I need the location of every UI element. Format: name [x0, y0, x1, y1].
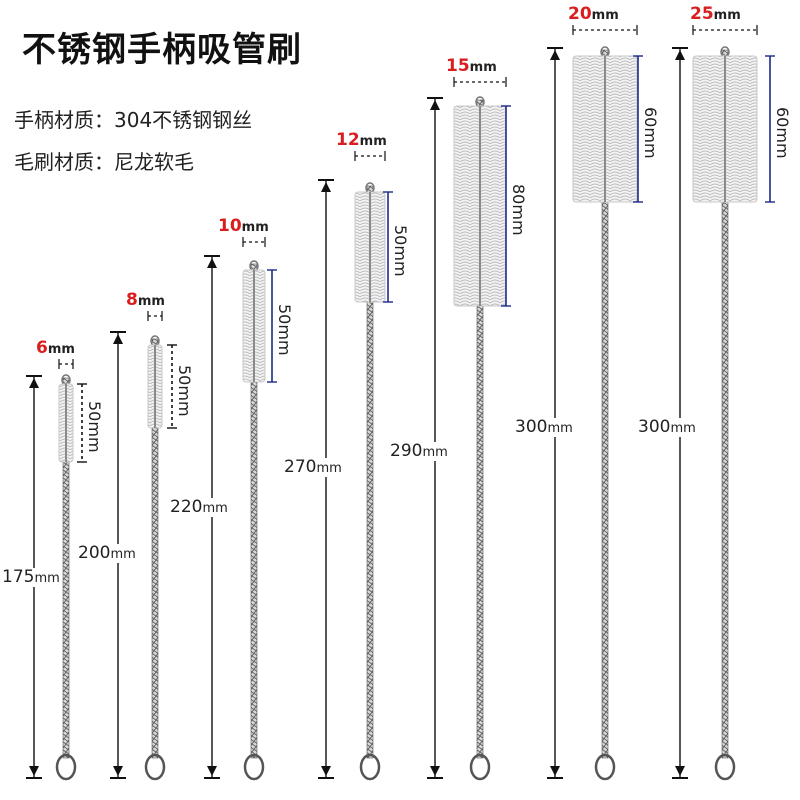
- wire-handle: [250, 263, 258, 759]
- handle-loop: [594, 753, 616, 781]
- length-label: 300mm: [515, 418, 573, 437]
- diameter-value: 8: [126, 290, 138, 310]
- arrow-down-icon: [675, 766, 685, 776]
- wire-handle: [721, 49, 729, 759]
- wire-handle: [601, 49, 609, 759]
- diameter-label: 6mm: [36, 340, 75, 357]
- diameter-unit: mm: [137, 294, 165, 309]
- spec-bristle-material: 毛刷材质：尼龙软毛: [14, 146, 194, 175]
- diameter-label: 8mm: [126, 292, 165, 309]
- length-label: 270mm: [284, 458, 342, 477]
- length-label: 300mm: [638, 418, 696, 437]
- length-label: 220mm: [170, 498, 228, 517]
- length-value: 175: [2, 567, 35, 587]
- spec-handle-value: 304不锈钢钢丝: [114, 108, 253, 132]
- diameter-unit: mm: [469, 60, 497, 75]
- arrow-down-icon: [321, 766, 331, 776]
- wire-handle: [476, 99, 484, 759]
- length-value: 220: [170, 497, 203, 517]
- length-unit: mm: [316, 461, 342, 476]
- diameter-label: 25mm: [690, 6, 741, 23]
- spec-handle-material: 手柄材质：304不锈钢钢丝: [14, 104, 252, 133]
- brush-2: [110, 311, 177, 781]
- arrow-up-icon: [430, 100, 440, 110]
- diameter-value: 15: [446, 56, 470, 76]
- arrow-down-icon: [430, 766, 440, 776]
- diameter-value: 6: [36, 338, 48, 358]
- diameter-value: 20: [568, 4, 592, 24]
- brush-5: [427, 77, 511, 781]
- spec-bristle-value: 尼龙软毛: [114, 150, 194, 174]
- head-length-label: 50mm: [175, 364, 194, 417]
- head-length-label: 50mm: [275, 304, 294, 356]
- diameter-value: 12: [336, 130, 360, 150]
- length-value: 270: [284, 457, 317, 477]
- arrow-up-icon: [207, 258, 217, 268]
- brush-3: [204, 237, 277, 781]
- handle-loop: [144, 753, 166, 781]
- length-value: 300: [638, 417, 671, 437]
- arrow-down-icon: [207, 766, 217, 776]
- page-title: 不锈钢手柄吸管刷: [22, 30, 302, 70]
- brush-6: [547, 25, 643, 781]
- length-unit: mm: [202, 501, 228, 516]
- head-length-label: 50mm: [85, 401, 104, 453]
- length-unit: mm: [547, 421, 573, 436]
- head-length-label: 80mm: [509, 184, 528, 236]
- wire-handle: [62, 377, 70, 759]
- handle-loop: [359, 753, 381, 781]
- length-unit: mm: [422, 445, 448, 460]
- arrow-up-icon: [113, 334, 123, 344]
- diameter-unit: mm: [241, 220, 269, 235]
- brush-4: [318, 151, 393, 781]
- handle-loop: [243, 753, 265, 781]
- diameter-unit: mm: [591, 8, 619, 23]
- wire-handle: [366, 185, 374, 759]
- head-length-label: 60mm: [641, 107, 660, 159]
- length-value: 290: [390, 441, 423, 461]
- length-label: 175mm: [2, 568, 60, 587]
- arrow-down-icon: [113, 766, 123, 776]
- brush-1: [26, 359, 87, 781]
- diameter-label: 15mm: [446, 58, 497, 75]
- wire-handle: [151, 338, 159, 759]
- diameter-label: 10mm: [218, 218, 269, 235]
- spec-bristle-label: 毛刷材质：: [14, 150, 114, 174]
- diameter-value: 25: [690, 4, 714, 24]
- arrow-down-icon: [550, 766, 560, 776]
- diameter-unit: mm: [713, 8, 741, 23]
- diameter-label: 20mm: [568, 6, 619, 23]
- length-value: 300: [515, 417, 548, 437]
- arrow-up-icon: [29, 378, 39, 388]
- handle-loop: [714, 753, 736, 781]
- length-value: 200: [78, 543, 111, 563]
- length-label: 200mm: [78, 544, 136, 563]
- arrow-up-icon: [675, 50, 685, 60]
- length-unit: mm: [670, 421, 696, 436]
- diameter-label: 12mm: [336, 132, 387, 149]
- arrow-down-icon: [29, 766, 39, 776]
- length-unit: mm: [34, 571, 60, 586]
- diameter-unit: mm: [359, 134, 387, 149]
- diameter-value: 10: [218, 216, 242, 236]
- length-unit: mm: [110, 547, 136, 562]
- handle-loop: [55, 753, 77, 781]
- handle-loop: [469, 753, 491, 781]
- arrow-up-icon: [321, 182, 331, 192]
- head-length-label: 60mm: [773, 107, 792, 159]
- head-length-label: 50mm: [391, 225, 410, 277]
- spec-handle-label: 手柄材质：: [14, 108, 114, 132]
- diameter-unit: mm: [47, 342, 75, 357]
- brush-7: [672, 25, 775, 781]
- length-label: 290mm: [390, 442, 448, 461]
- arrow-up-icon: [550, 50, 560, 60]
